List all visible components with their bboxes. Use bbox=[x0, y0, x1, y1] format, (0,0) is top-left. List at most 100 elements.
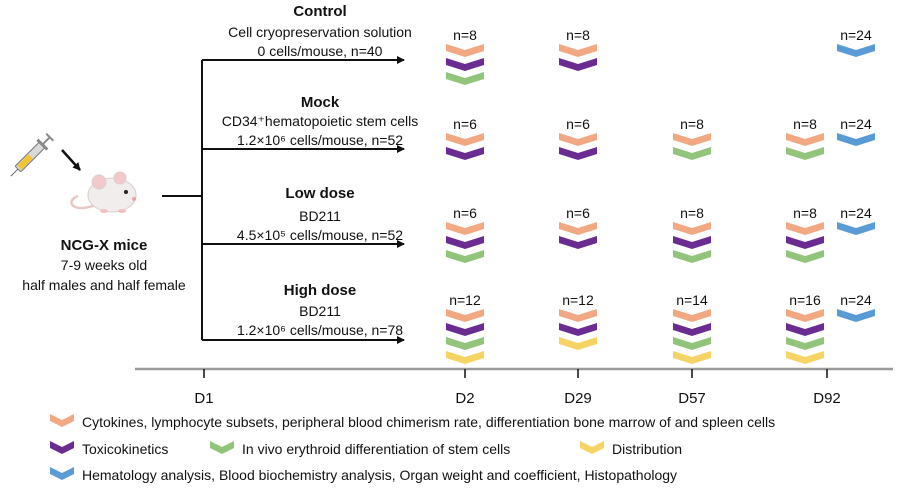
timepoint-cell: n=6 bbox=[446, 116, 484, 160]
day-label: D92 bbox=[813, 390, 841, 407]
yellow-legend-chevron-icon bbox=[580, 441, 604, 454]
green-chevron-icon bbox=[786, 250, 824, 263]
legend-item: Toxicokinetics bbox=[50, 441, 168, 457]
sample-size-label: n=8 bbox=[453, 27, 477, 43]
green-legend-chevron-icon bbox=[210, 441, 234, 454]
purple-chevron-icon bbox=[446, 236, 484, 249]
green-chevron-icon bbox=[673, 250, 711, 263]
orange-chevron-icon bbox=[786, 222, 824, 235]
day-label: D57 bbox=[678, 390, 706, 407]
timepoint-grid: n=8 n=8 n=24 n=6 n=6 n=8 n=8 n=24 n=6 n=6 n=8 n=8 n=… bbox=[446, 27, 875, 364]
yellow-chevron-icon bbox=[673, 351, 711, 364]
purple-chevron-icon bbox=[673, 236, 711, 249]
timepoint-cell: n=8 bbox=[786, 205, 824, 263]
orange-chevron-icon bbox=[446, 309, 484, 322]
group-low-dose-line1: BD211 bbox=[299, 208, 341, 224]
orange-chevron-icon bbox=[446, 222, 484, 235]
purple-chevron-icon bbox=[446, 58, 484, 71]
group-control-line2: 0 cells/mouse, n=40 bbox=[258, 43, 383, 59]
sample-size-label: n=24 bbox=[840, 205, 872, 221]
sample-size-label: n=12 bbox=[449, 292, 481, 308]
orange-chevron-icon bbox=[559, 309, 597, 322]
group-high-dose-line1: BD211 bbox=[299, 303, 341, 319]
orange-chevron-icon bbox=[786, 133, 824, 146]
timepoint-cell: n=6 bbox=[559, 116, 597, 160]
legend-label: Toxicokinetics bbox=[82, 441, 168, 457]
orange-chevron-icon bbox=[786, 309, 824, 322]
purple-chevron-icon bbox=[673, 323, 711, 336]
sample-size-label: n=24 bbox=[840, 292, 872, 308]
green-chevron-icon bbox=[786, 337, 824, 350]
timepoint-cell: n=12 bbox=[446, 292, 484, 364]
green-chevron-icon bbox=[673, 147, 711, 160]
timepoint-cell: n=8 bbox=[673, 116, 711, 160]
sample-size-label: n=24 bbox=[840, 116, 872, 132]
orange-chevron-icon bbox=[559, 44, 597, 57]
sample-size-label: n=12 bbox=[562, 292, 594, 308]
legend: Cytokines, lymphocyte subsets, periphera… bbox=[50, 414, 775, 483]
purple-chevron-icon bbox=[559, 58, 597, 71]
purple-chevron-icon bbox=[446, 323, 484, 336]
purple-chevron-icon bbox=[786, 236, 824, 249]
timepoint-cell: n=8 bbox=[673, 205, 711, 263]
sample-size-label: n=8 bbox=[793, 116, 817, 132]
timepoint-cell: n=24 bbox=[837, 27, 875, 57]
blue-chevron-icon bbox=[837, 309, 875, 322]
group-low-dose-name: Low dose bbox=[285, 185, 354, 202]
orange-legend-chevron-icon bbox=[50, 414, 74, 427]
sample-size-label: n=6 bbox=[453, 116, 477, 132]
timepoint-cell: n=14 bbox=[673, 292, 711, 364]
orange-chevron-icon bbox=[673, 133, 711, 146]
sample-size-label: n=6 bbox=[566, 116, 590, 132]
legend-item: In vivo erythroid differentiation of ste… bbox=[210, 441, 510, 457]
mouse-icon bbox=[70, 171, 137, 213]
sample-size-label: n=8 bbox=[680, 116, 704, 132]
purple-chevron-icon bbox=[786, 323, 824, 336]
orange-chevron-icon bbox=[559, 133, 597, 146]
orange-chevron-icon bbox=[446, 133, 484, 146]
group-low-dose-line2: 4.5×10⁵ cells/mouse, n=52 bbox=[237, 227, 403, 243]
green-chevron-icon bbox=[786, 147, 824, 160]
day-label: D29 bbox=[564, 390, 592, 407]
injection-arrow-icon bbox=[61, 149, 81, 171]
mouse-title: NCG-X mice bbox=[61, 237, 148, 254]
timepoint-cell: n=24 bbox=[837, 116, 875, 146]
yellow-chevron-icon bbox=[446, 351, 484, 364]
green-chevron-icon bbox=[446, 72, 484, 85]
purple-chevron-icon bbox=[559, 236, 597, 249]
legend-label: In vivo erythroid differentiation of ste… bbox=[242, 441, 510, 457]
syringe-icon bbox=[10, 132, 55, 177]
purple-chevron-icon bbox=[559, 323, 597, 336]
green-chevron-icon bbox=[446, 250, 484, 263]
blue-legend-chevron-icon bbox=[50, 467, 74, 480]
yellow-chevron-icon bbox=[786, 351, 824, 364]
timepoint-cell: n=6 bbox=[446, 205, 484, 263]
sample-size-label: n=6 bbox=[453, 205, 477, 221]
blue-chevron-icon bbox=[837, 133, 875, 146]
day-label: D1 bbox=[194, 390, 213, 407]
purple-legend-chevron-icon bbox=[50, 441, 74, 454]
orange-chevron-icon bbox=[559, 222, 597, 235]
sample-size-label: n=6 bbox=[566, 205, 590, 221]
legend-label: Hematology analysis, Blood biochemistry … bbox=[82, 467, 677, 483]
blue-chevron-icon bbox=[837, 44, 875, 57]
group-control-name: Control bbox=[293, 3, 346, 20]
timepoint-cell: n=8 bbox=[559, 27, 597, 71]
group-mock-line2: 1.2×10⁶ cells/mouse, n=52 bbox=[237, 132, 403, 148]
group-labels: Control Cell cryopreservation solution 0… bbox=[222, 3, 418, 338]
sample-size-label: n=14 bbox=[676, 292, 708, 308]
green-chevron-icon bbox=[673, 337, 711, 350]
group-mock-line1: CD34⁺hematopoietic stem cells bbox=[222, 113, 418, 129]
legend-label: Cytokines, lymphocyte subsets, periphera… bbox=[82, 414, 775, 430]
mouse-illustration bbox=[10, 132, 137, 213]
purple-chevron-icon bbox=[446, 147, 484, 160]
group-high-dose-name: High dose bbox=[284, 282, 357, 299]
sample-size-label: n=8 bbox=[680, 205, 704, 221]
sample-size-label: n=24 bbox=[840, 27, 872, 43]
orange-chevron-icon bbox=[446, 44, 484, 57]
timepoint-cell: n=16 bbox=[786, 292, 824, 364]
timepoint-cell: n=12 bbox=[559, 292, 597, 350]
green-chevron-icon bbox=[446, 337, 484, 350]
